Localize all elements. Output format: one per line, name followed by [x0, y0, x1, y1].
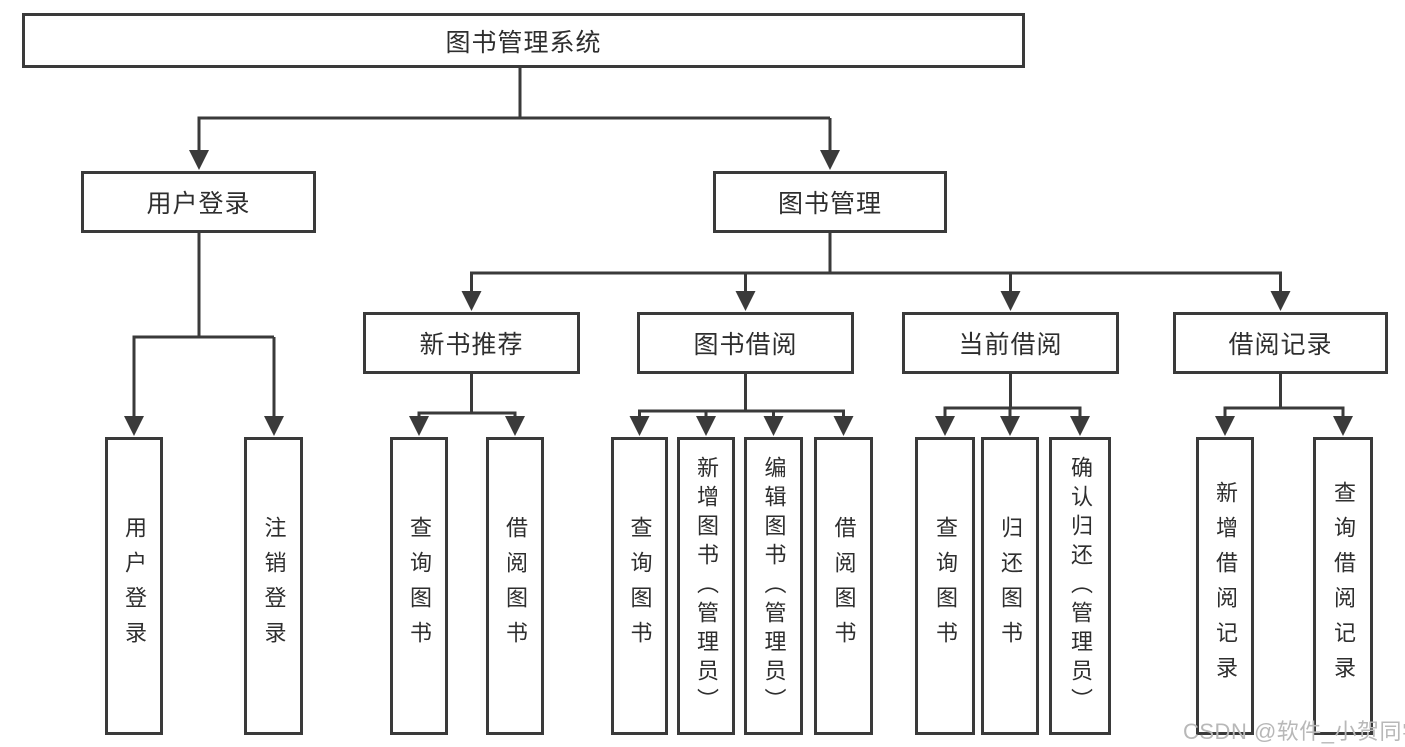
- leaf-recommend-query-books: 查询图书: [390, 437, 448, 735]
- node-book-management: 图书管理: [713, 171, 947, 233]
- leaf-borrowing-edit-books-admin: 编辑图书（管理员）: [744, 437, 803, 735]
- leaf-current-confirm-return-admin: 确认归还（管理员）: [1049, 437, 1111, 735]
- leaf-logout-login: 注销登录: [244, 437, 303, 735]
- node-borrowing-records: 借阅记录: [1173, 312, 1388, 374]
- leaf-borrowing-borrow-books: 借阅图书: [814, 437, 873, 735]
- leaf-borrowing-add-books-admin: 新增图书（管理员）: [677, 437, 735, 735]
- watermark: CSDN @软件_小贺同学: [1183, 719, 1405, 744]
- node-current-borrowing: 当前借阅: [902, 312, 1119, 374]
- node-new-book-recommendation: 新书推荐: [363, 312, 580, 374]
- node-book-borrowing: 图书借阅: [637, 312, 854, 374]
- node-user-login: 用户登录: [81, 171, 316, 233]
- leaf-borrowing-query-books: 查询图书: [611, 437, 668, 735]
- leaf-recommend-borrow-books: 借阅图书: [486, 437, 544, 735]
- leaf-records-add-record: 新增借阅记录: [1196, 437, 1254, 735]
- leaf-current-query-books: 查询图书: [915, 437, 975, 735]
- leaf-records-query-record: 查询借阅记录: [1313, 437, 1373, 735]
- node-root: 图书管理系统: [22, 13, 1025, 68]
- leaf-user-login: 用户登录: [105, 437, 163, 735]
- leaf-current-return-books: 归还图书: [981, 437, 1039, 735]
